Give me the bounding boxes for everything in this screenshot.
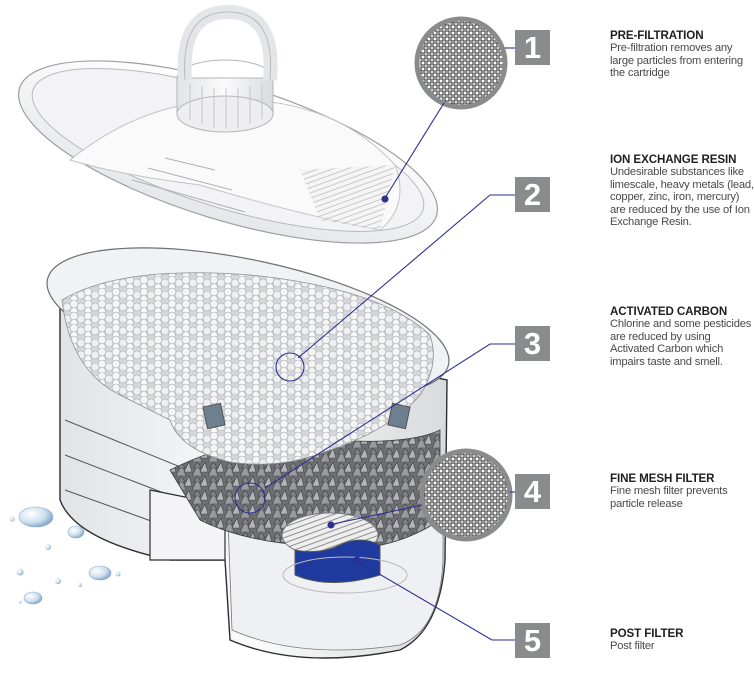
step-2-description: ION EXCHANGE RESIN Undesirable substance… xyxy=(610,153,754,229)
step-4-badge: 4 xyxy=(515,474,550,509)
cartridge-body xyxy=(46,247,450,659)
step-1-badge: 1 xyxy=(515,30,550,65)
step-2-badge: 2 xyxy=(515,177,550,212)
water-drops xyxy=(9,506,121,605)
step-3-description: ACTIVATED CARBON Chlorine and some pesti… xyxy=(610,305,754,368)
step-3-title: ACTIVATED CARBON xyxy=(610,305,728,318)
step-2-title: ION EXCHANGE RESIN xyxy=(610,153,737,166)
step-1-description: PRE-FILTRATION Pre-filtration removes an… xyxy=(610,29,754,80)
step-2-text: Undesirable substances like limescale, h… xyxy=(610,166,754,229)
step-4-title: FINE MESH FILTER xyxy=(610,472,715,485)
step-5-title: POST FILTER xyxy=(610,627,684,640)
step-4-text: Fine mesh filter prevents particle relea… xyxy=(610,485,728,510)
step-5-text: Post filter xyxy=(610,640,655,652)
step-3-badge: 3 xyxy=(515,326,550,361)
step-3-text: Chlorine and some pesticides are reduced… xyxy=(610,318,752,368)
lid xyxy=(17,4,439,244)
step-4-description: FINE MESH FILTER Fine mesh filter preven… xyxy=(610,472,754,510)
step-1-title: PRE-FILTRATION xyxy=(610,29,704,42)
callout-lines xyxy=(234,47,515,641)
step-5-description: POST FILTER Post filter xyxy=(610,627,754,653)
mesh-magnifier-4 xyxy=(419,448,513,542)
mesh-magnifier-1 xyxy=(414,16,508,110)
step-5-badge: 5 xyxy=(515,623,550,658)
step-1-text: Pre-filtration removes any large particl… xyxy=(610,42,743,80)
